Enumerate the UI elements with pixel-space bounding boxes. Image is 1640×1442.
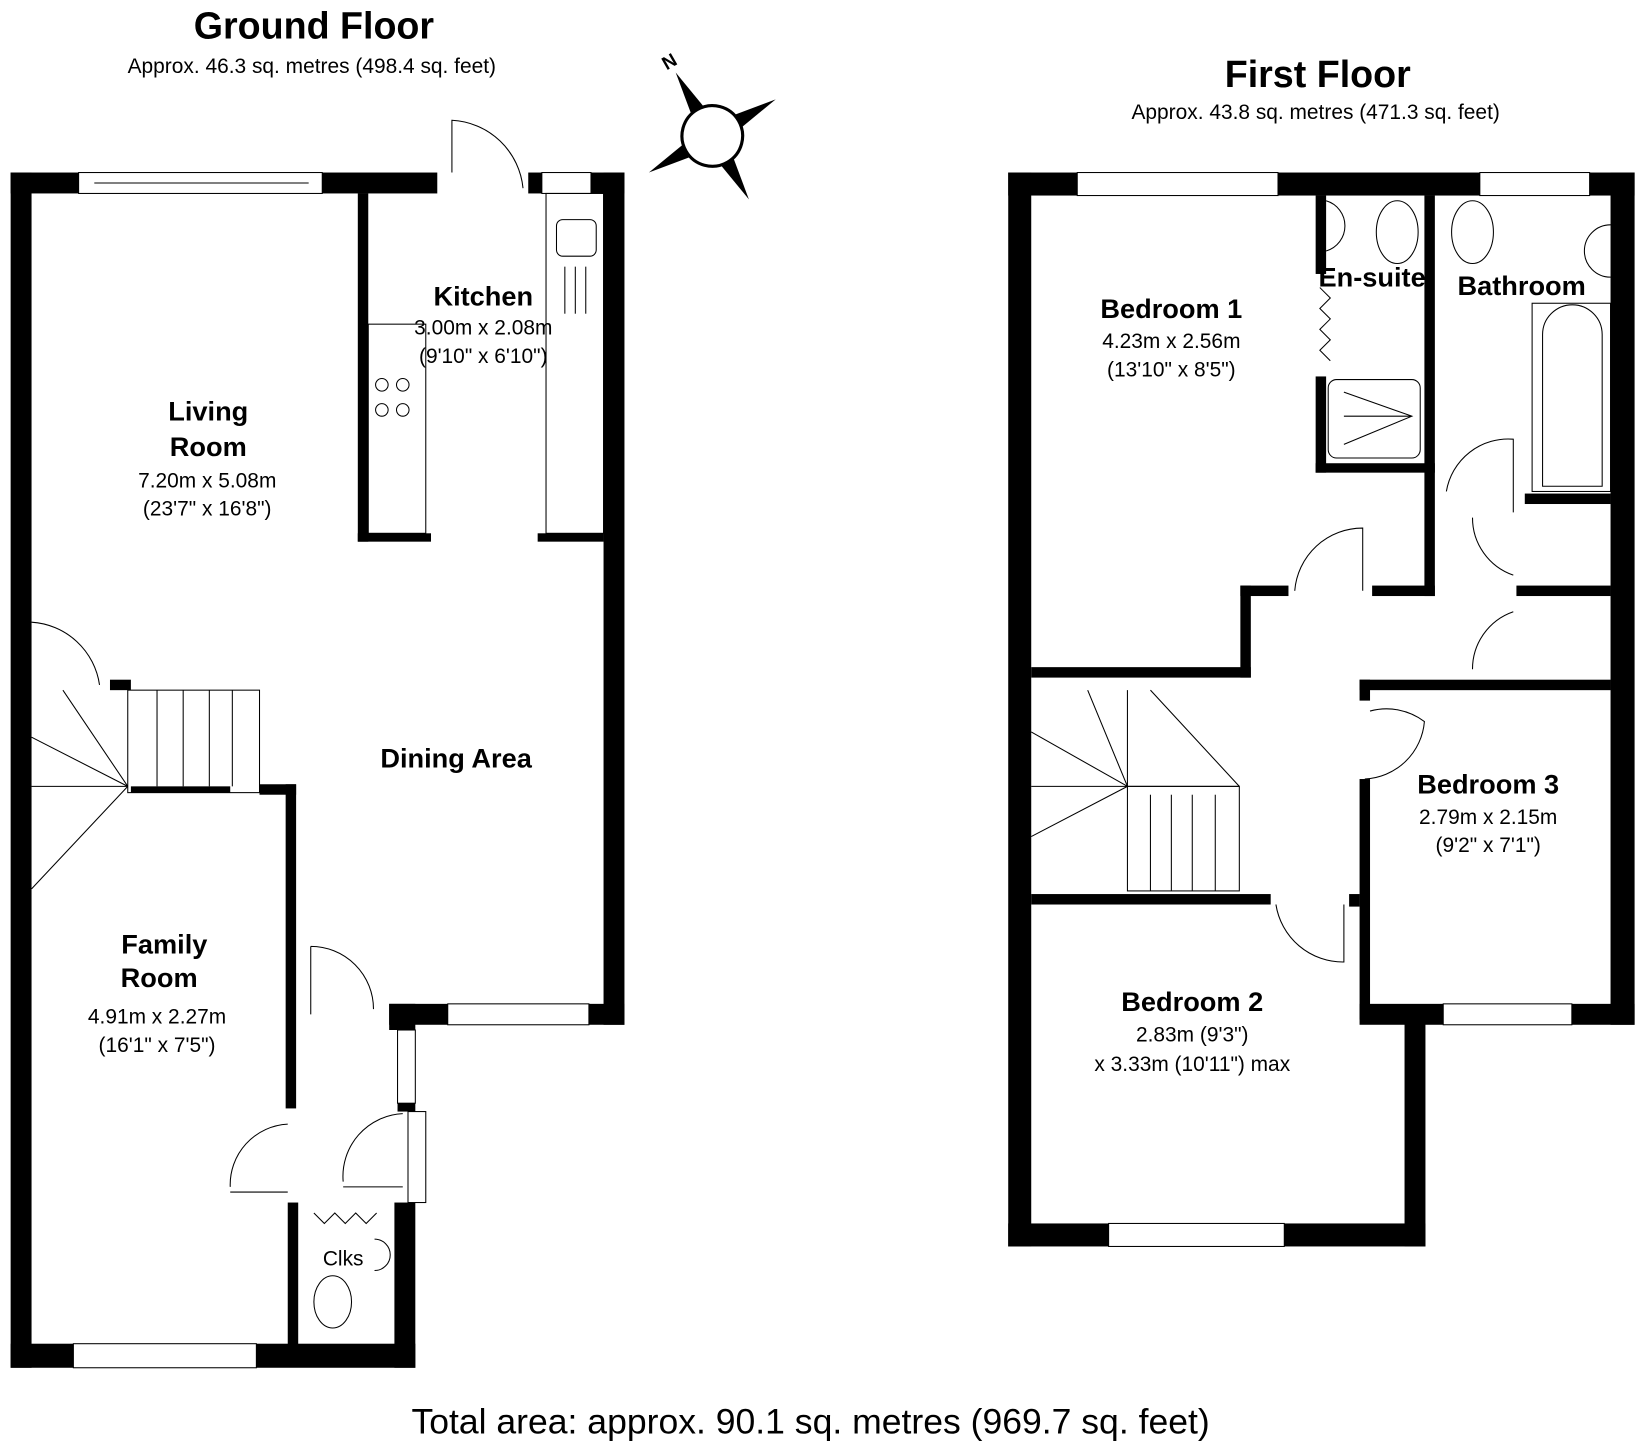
kitchen-imperial: (9'10" x 6'10") <box>419 345 548 368</box>
first-floor-area: Approx. 43.8 sq. metres (471.3 sq. feet) <box>1131 101 1499 124</box>
ensuite-label: En-suite <box>1319 262 1426 293</box>
bedroom2-dim-line1: 2.83m (9'3") <box>1136 1024 1249 1047</box>
bedroom1-metric: 4.23m x 2.56m <box>1102 330 1240 353</box>
bedroom2-dim-line2: x 3.33m (10'11") max <box>1094 1053 1290 1076</box>
family-room-label-2: Room <box>121 962 198 993</box>
family-room-label-1: Family <box>121 929 207 960</box>
living-room-label-1: Living <box>168 395 248 426</box>
living-room-label-2: Room <box>170 431 247 462</box>
bedroom1-label: Bedroom 1 <box>1100 293 1242 324</box>
compass-north-label: N <box>658 49 680 74</box>
ground-floor-walls <box>10 119 625 1369</box>
ground-floor-title: Ground Floor <box>194 5 435 47</box>
living-room-imperial: (23'7" x 16'8") <box>143 498 272 521</box>
kitchen-label: Kitchen <box>433 280 533 311</box>
bedroom3-imperial: (9'2" x 7'1") <box>1436 834 1541 857</box>
compass-icon: N <box>648 49 776 200</box>
bedroom2-label: Bedroom 2 <box>1121 986 1263 1017</box>
bedroom1-imperial: (13'10" x 8'5") <box>1107 358 1236 381</box>
bedroom3-label: Bedroom 3 <box>1417 769 1559 800</box>
bathroom-label: Bathroom <box>1457 270 1585 301</box>
clks-label: Clks <box>323 1247 364 1270</box>
family-room-imperial: (16'1" x 7'5") <box>99 1034 216 1057</box>
family-room-metric: 4.91m x 2.27m <box>88 1006 226 1029</box>
kitchen-metric: 3.00m x 2.08m <box>414 317 552 340</box>
dining-area-label: Dining Area <box>380 743 532 774</box>
ground-floor-area: Approx. 46.3 sq. metres (498.4 sq. feet) <box>128 55 496 78</box>
first-floor-walls <box>1008 172 1635 1247</box>
first-floor-title: First Floor <box>1225 53 1411 95</box>
living-room-metric: 7.20m x 5.08m <box>138 469 276 492</box>
total-area: Total area: approx. 90.1 sq. metres (969… <box>411 1402 1209 1442</box>
bedroom3-metric: 2.79m x 2.15m <box>1419 806 1557 829</box>
